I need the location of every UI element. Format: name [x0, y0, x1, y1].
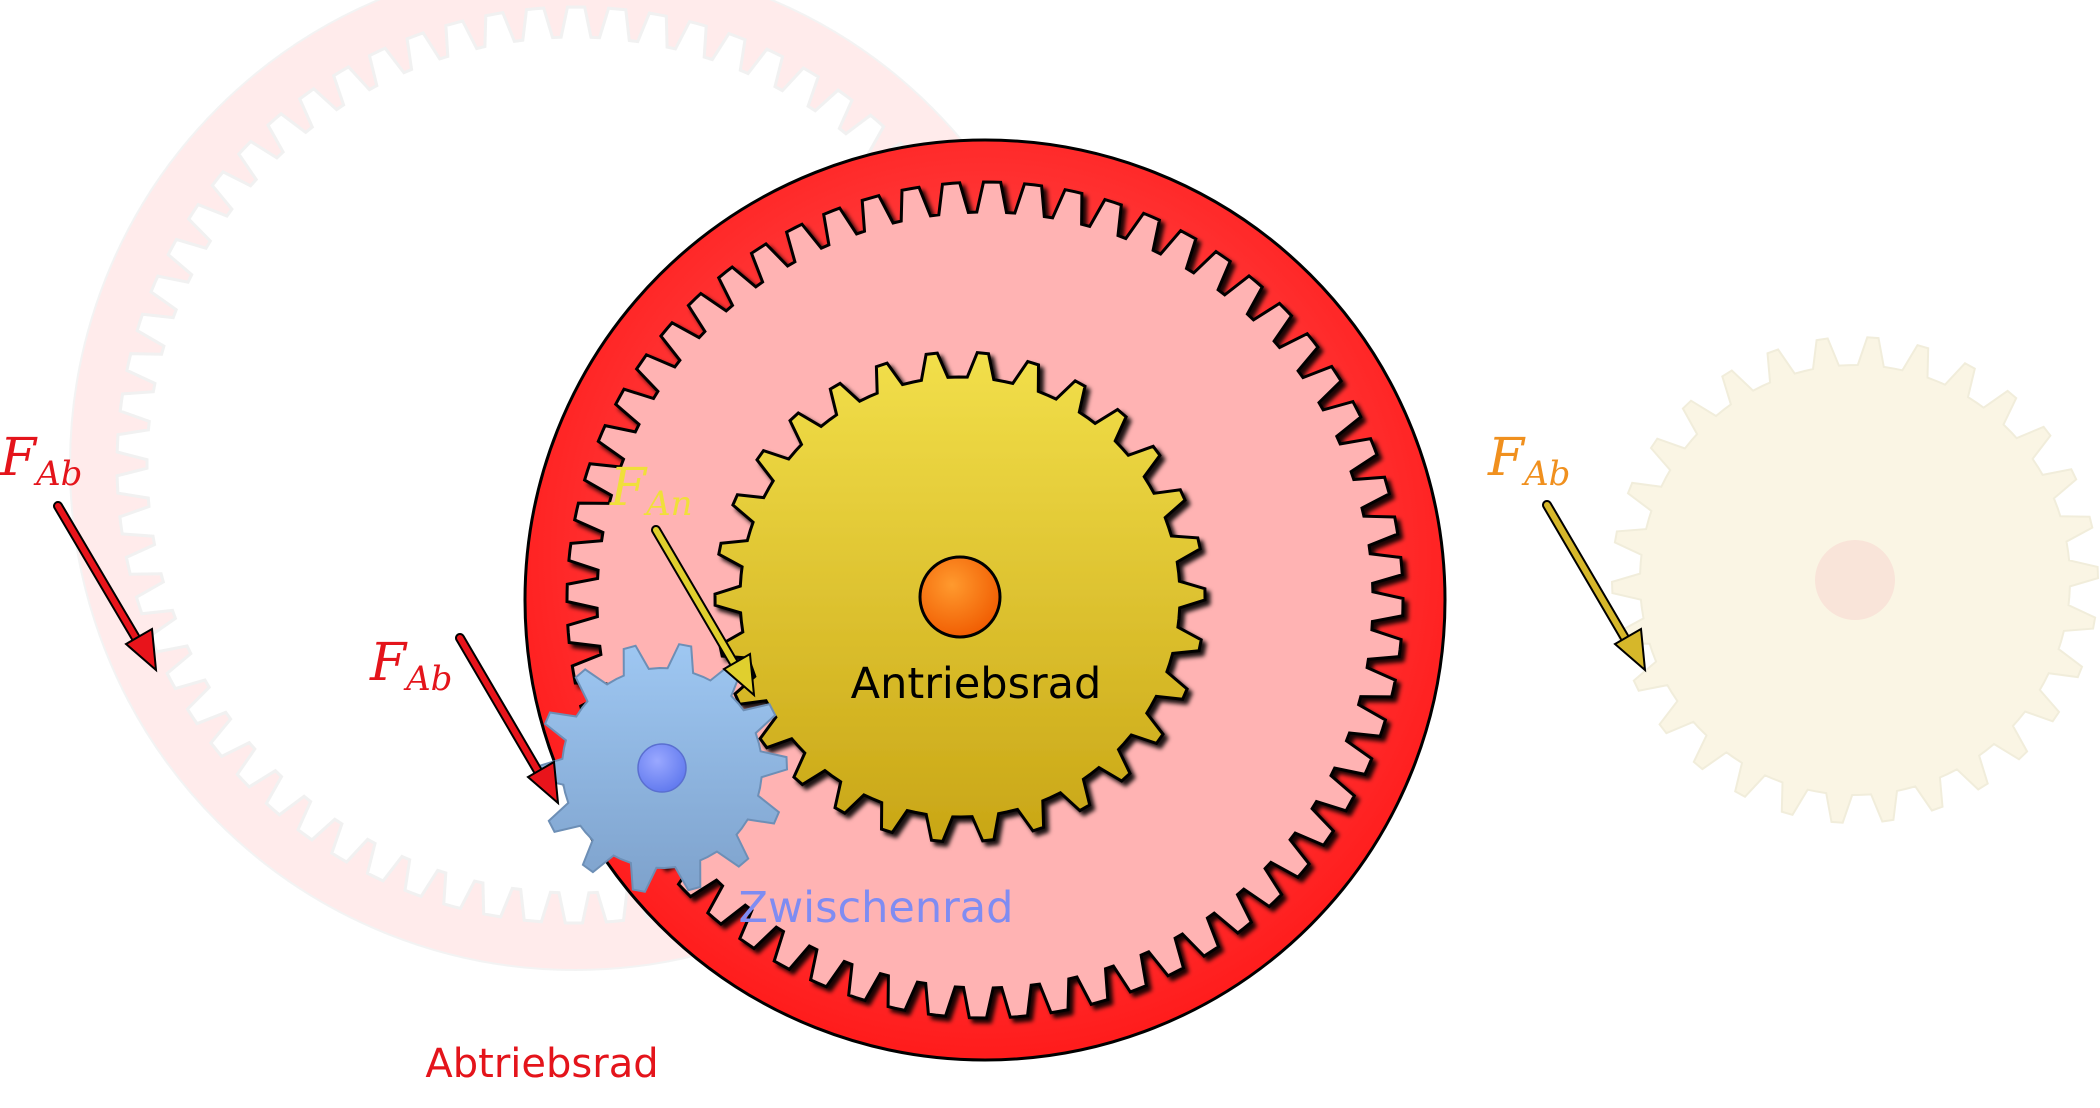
drive-gear	[713, 350, 1207, 844]
drive-gear-hub	[918, 555, 1002, 639]
drive-gear-label: Antriebsrad	[851, 659, 1102, 709]
force-label-output-ring: FAb	[369, 633, 452, 699]
force-label-input: FAn	[609, 458, 693, 524]
output-gear-label: Abtriebsrad	[425, 1041, 658, 1087]
force-arrow-input	[651, 525, 756, 698]
idler-gear-hub	[637, 743, 687, 793]
force-arrow-output-ring	[455, 633, 560, 806]
idler-gear-label: Zwischenrad	[739, 883, 1014, 933]
force-arrow-output-ghost-ring	[53, 501, 158, 673]
idler-gear	[535, 643, 789, 893]
force-label-output-ghost-ring: FAb	[0, 428, 82, 494]
force-arrow-output-ghost-gear	[1542, 500, 1647, 673]
ghost-spur-gear	[1610, 336, 2100, 824]
force-label-output-ghost-gear: FAb	[1487, 428, 1570, 494]
